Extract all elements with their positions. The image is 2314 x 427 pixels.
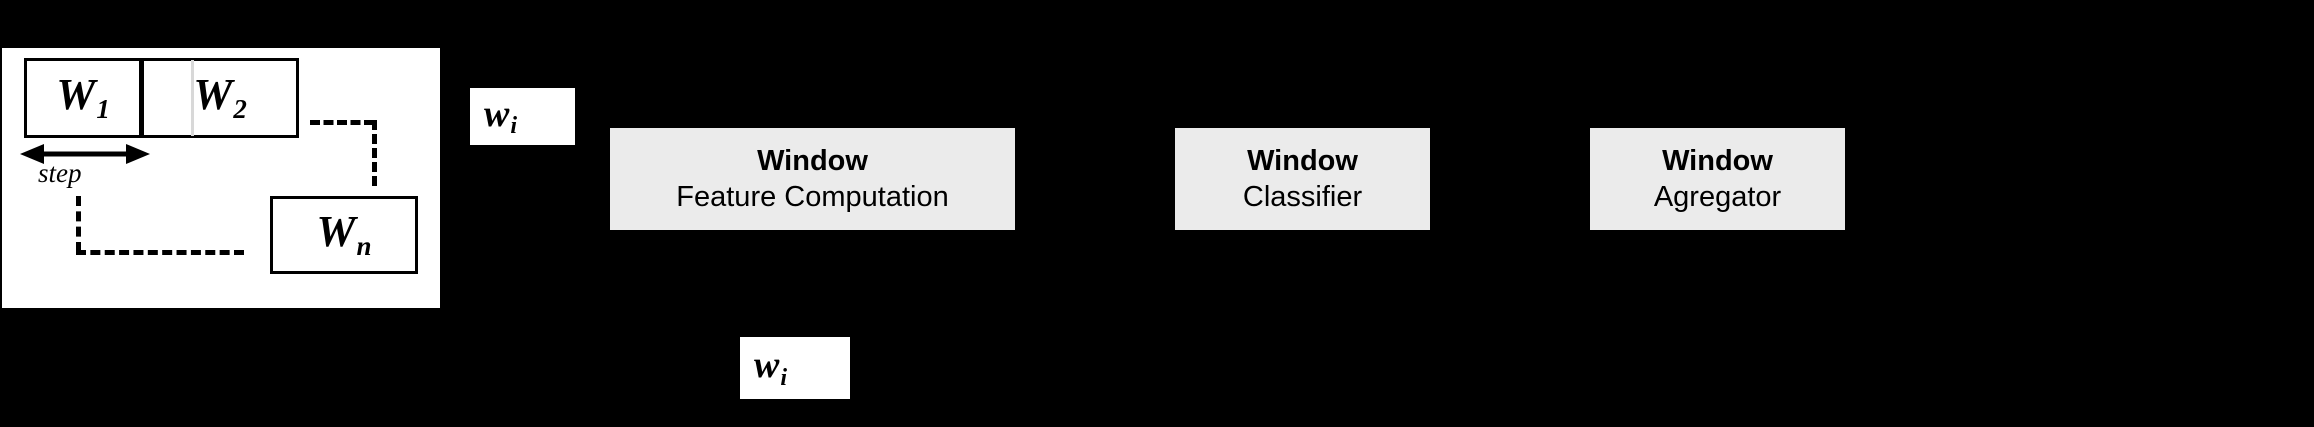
step-label: step — [38, 158, 82, 188]
stage-1-title: Window — [757, 144, 868, 177]
signal-tag-bottom-label: wi — [754, 344, 788, 391]
signal-tag-top-label: wi — [484, 92, 518, 140]
stage-window-feature-computation[interactable]: Window Feature Computation — [610, 128, 1015, 230]
stage-window-classifier[interactable]: Window Classifier — [1175, 128, 1430, 230]
window-box-wn: Wn — [270, 196, 418, 274]
step-arrow-icon — [20, 143, 150, 165]
window-box-wn-label: Wn — [316, 207, 372, 261]
dashed-connector-bottom-horizontal — [76, 250, 244, 255]
signal-tag-bottom: wi — [740, 337, 850, 399]
stage-2-subtitle: Classifier — [1242, 181, 1363, 213]
window-box-w2-label: W2 — [193, 70, 247, 124]
stage-2-title: Window — [1247, 144, 1358, 177]
stage-3-title: Window — [1662, 144, 1773, 177]
stage-1-subtitle: Feature Computation — [676, 181, 949, 213]
stage-3-subtitle: Agregator — [1653, 181, 1782, 213]
dashed-connector-bottom-vertical — [76, 196, 81, 252]
dashed-connector-top-vertical — [372, 120, 377, 186]
dashed-connector-top-horizontal — [310, 120, 374, 125]
window-box-w2: W2 — [141, 58, 299, 138]
window-overlap-line — [191, 60, 194, 136]
sliding-window-panel: W1 W2 Wn step — [2, 48, 440, 308]
window-box-w1-label: W1 — [56, 70, 110, 124]
signal-tag-top: wi — [470, 88, 575, 145]
stage-window-agregator[interactable]: Window Agregator — [1590, 128, 1845, 230]
window-box-w1: W1 — [24, 58, 142, 138]
